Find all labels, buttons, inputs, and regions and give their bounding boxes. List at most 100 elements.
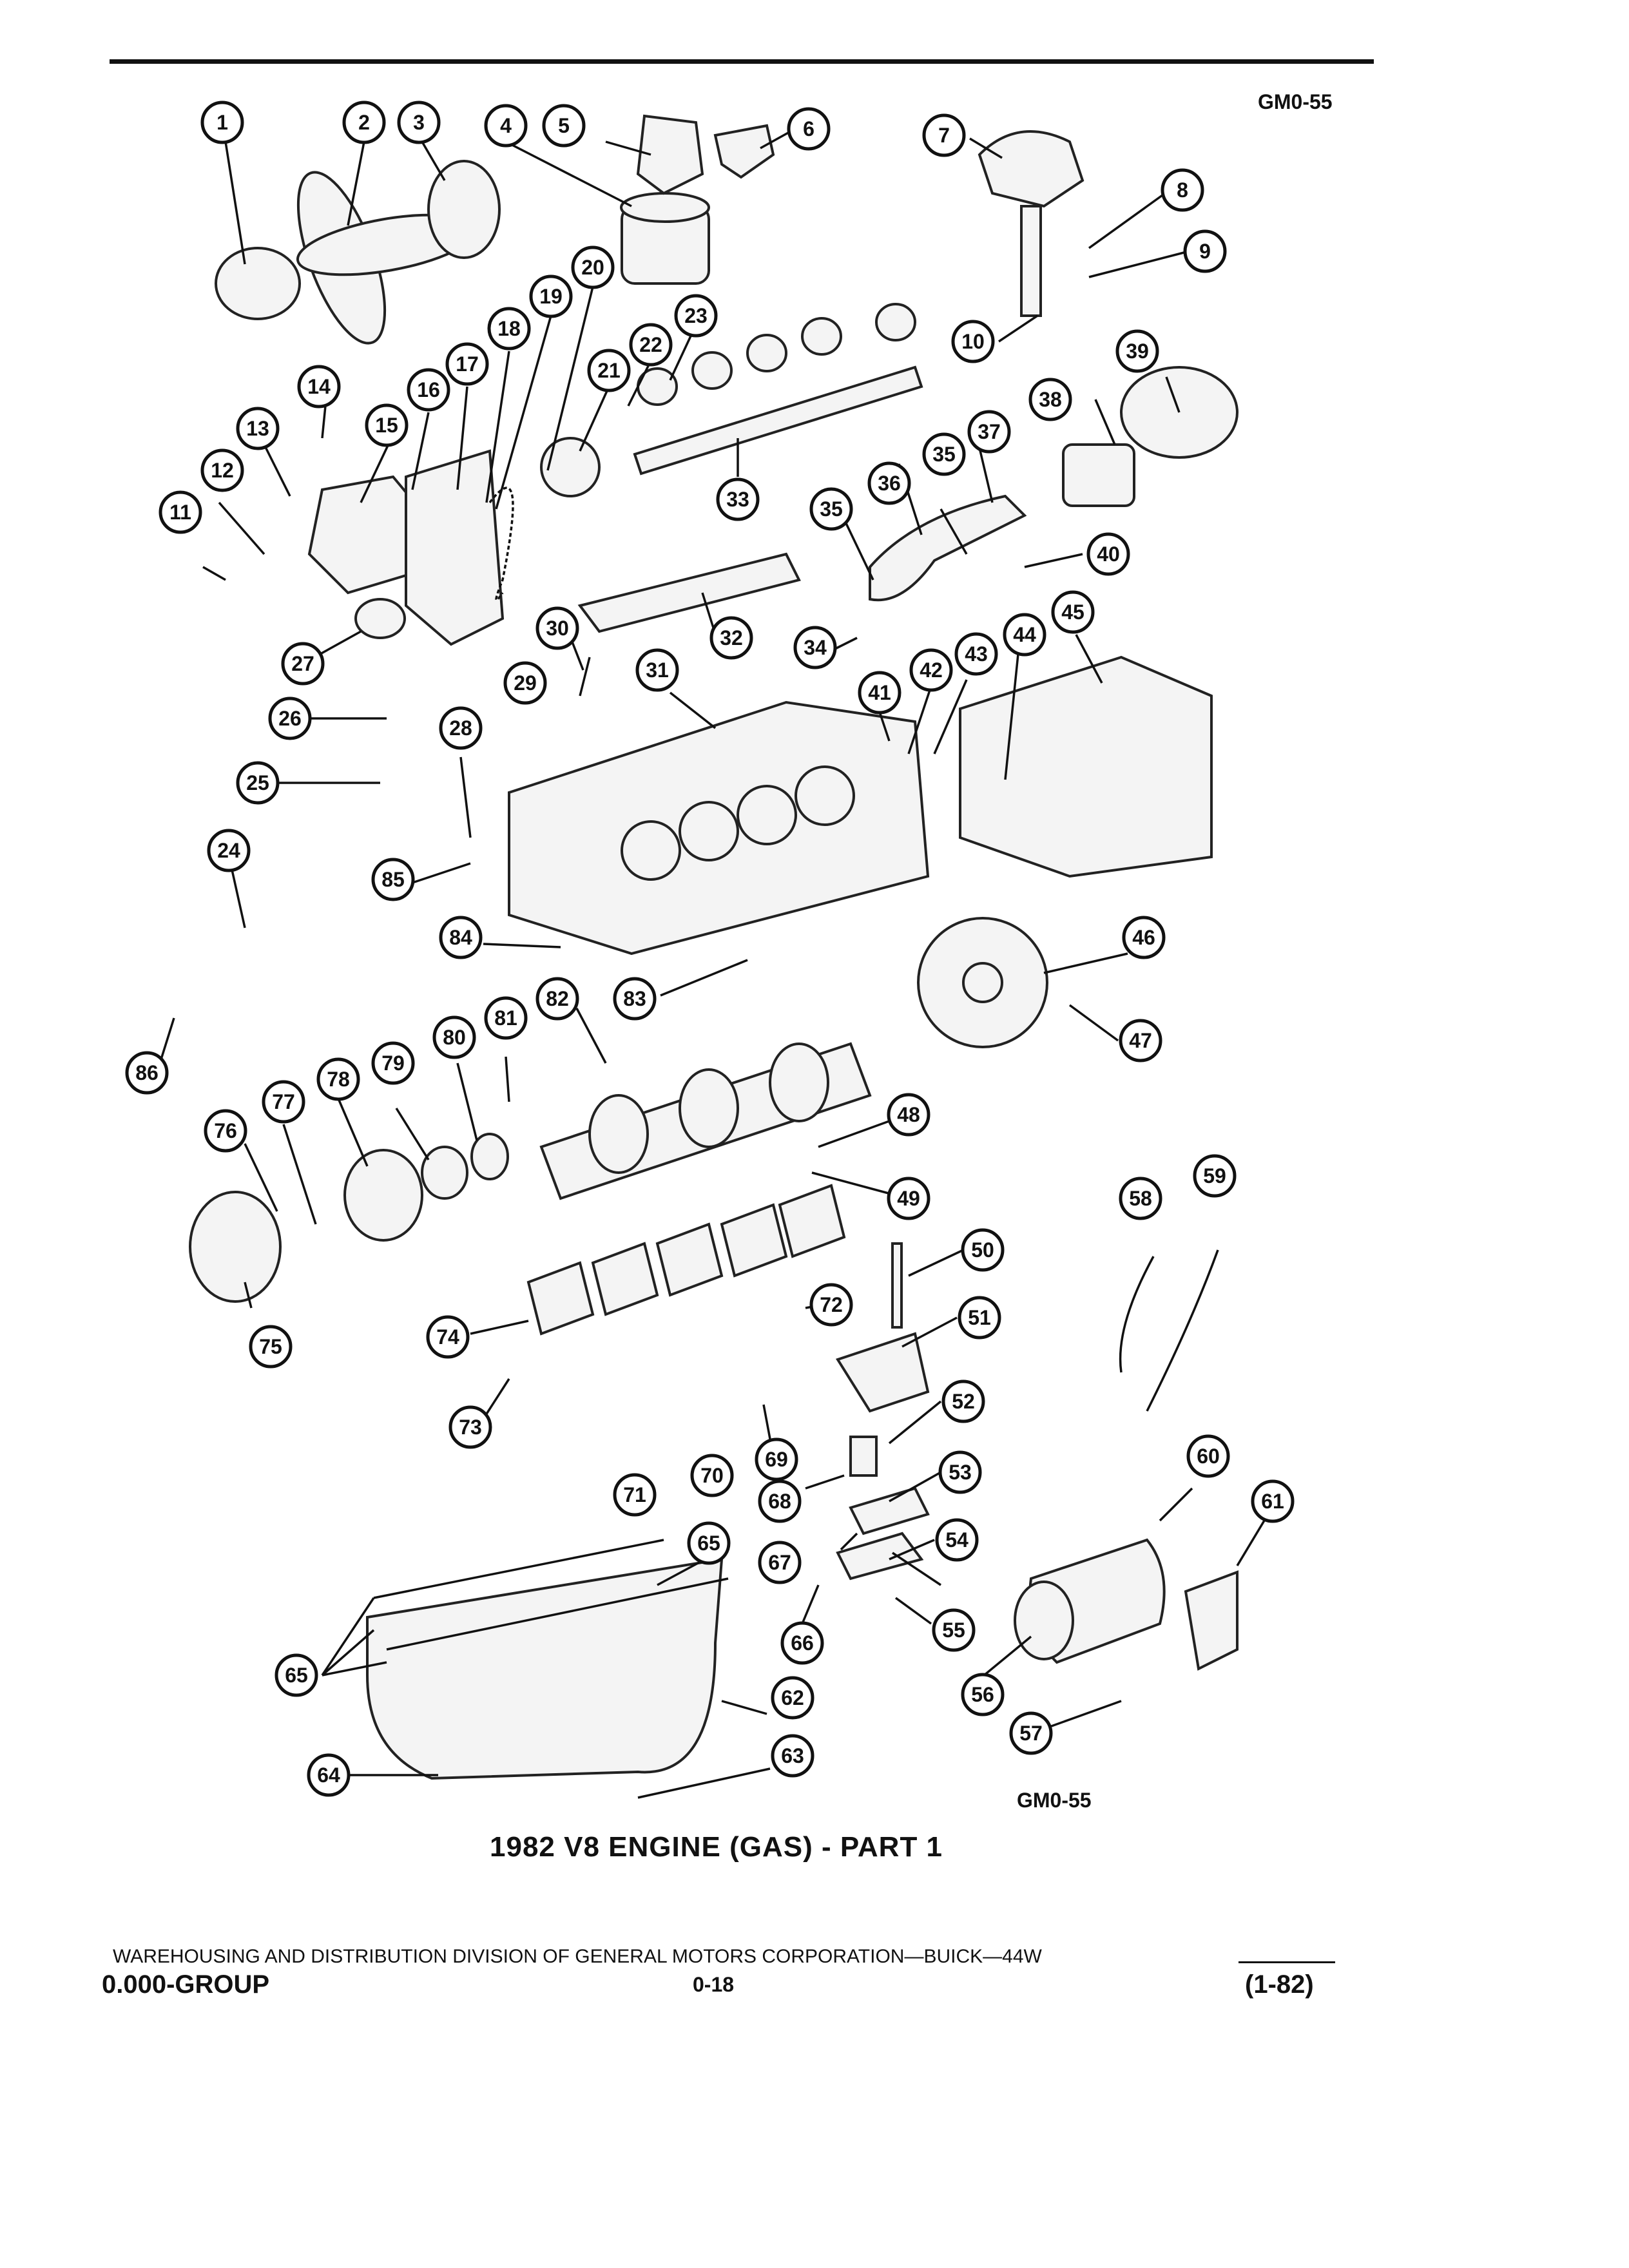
crank-pulleys xyxy=(189,1133,509,1303)
callout-63: 63 xyxy=(771,1734,815,1778)
svg-text:84: 84 xyxy=(449,926,472,949)
svg-text:1: 1 xyxy=(217,111,228,134)
callout-66: 66 xyxy=(780,1621,824,1665)
svg-text:49: 49 xyxy=(897,1187,920,1210)
callout-46: 46 xyxy=(1122,916,1166,959)
callout-39: 39 xyxy=(1115,329,1159,373)
callout-2: 2 xyxy=(342,101,386,144)
svg-text:35: 35 xyxy=(932,443,956,466)
callout-78: 78 xyxy=(316,1057,360,1101)
water-pump-timing-cover xyxy=(307,449,505,646)
callout-84: 84 xyxy=(439,916,483,959)
callout-65-right: 65 xyxy=(687,1521,731,1565)
callout-29: 29 xyxy=(503,661,547,705)
callout-80: 80 xyxy=(432,1015,476,1059)
callout-36: 36 xyxy=(867,461,911,505)
svg-text:45: 45 xyxy=(1061,601,1084,624)
callout-19: 19 xyxy=(529,274,573,318)
callout-76: 76 xyxy=(204,1109,247,1153)
callout-33: 33 xyxy=(716,477,760,521)
svg-text:46: 46 xyxy=(1132,926,1155,949)
callout-49: 49 xyxy=(887,1177,930,1220)
callout-26: 26 xyxy=(268,697,312,740)
oil-pump-parts xyxy=(836,1436,930,1581)
callout-34: 34 xyxy=(793,626,837,669)
camshaft xyxy=(633,303,923,476)
svg-text:52: 52 xyxy=(952,1390,975,1413)
svg-text:27: 27 xyxy=(291,652,314,675)
diagram-title: 1982 V8 ENGINE (GAS) - PART 1 xyxy=(490,1831,943,1863)
svg-text:58: 58 xyxy=(1129,1187,1152,1210)
callout-28: 28 xyxy=(439,706,483,750)
svg-text:31: 31 xyxy=(646,658,669,682)
footer-page-number: 0-18 xyxy=(693,1973,735,1996)
callout-86: 86 xyxy=(125,1051,169,1095)
callout-8: 8 xyxy=(1161,168,1204,212)
callout-70: 70 xyxy=(690,1454,734,1497)
svg-text:68: 68 xyxy=(768,1490,791,1513)
oil-pan xyxy=(366,1539,729,1780)
fan-assembly xyxy=(215,160,501,345)
svg-text:15: 15 xyxy=(375,414,398,437)
callout-85: 85 xyxy=(371,858,415,901)
callout-55: 55 xyxy=(932,1608,976,1652)
svg-text:55: 55 xyxy=(942,1619,965,1642)
svg-text:29: 29 xyxy=(514,671,537,695)
callout-79: 79 xyxy=(371,1041,415,1085)
svg-text:40: 40 xyxy=(1097,543,1120,566)
svg-text:54: 54 xyxy=(945,1528,969,1552)
svg-text:18: 18 xyxy=(497,317,521,340)
svg-text:73: 73 xyxy=(459,1416,482,1439)
svg-text:79: 79 xyxy=(381,1052,405,1075)
engine-block xyxy=(508,700,930,956)
svg-text:12: 12 xyxy=(211,459,234,482)
svg-text:8: 8 xyxy=(1177,178,1188,202)
callout-6: 6 xyxy=(787,107,831,151)
callout-68: 68 xyxy=(758,1479,802,1523)
callout-22: 22 xyxy=(629,323,673,367)
callout-37: 37 xyxy=(967,410,1011,454)
top-rule xyxy=(110,59,1374,64)
svg-text:60: 60 xyxy=(1197,1445,1220,1468)
svg-text:39: 39 xyxy=(1126,340,1149,363)
svg-text:42: 42 xyxy=(920,658,943,682)
connecting-rod xyxy=(577,494,1027,633)
svg-text:14: 14 xyxy=(307,375,331,398)
callout-13: 13 xyxy=(236,407,280,450)
callout-31: 31 xyxy=(635,648,679,692)
callout-11: 11 xyxy=(159,490,202,534)
callout-24: 24 xyxy=(207,829,251,872)
footer-group: 0.000-GROUP xyxy=(102,1970,270,1999)
callout-35-left: 35 xyxy=(809,487,853,531)
svg-text:56: 56 xyxy=(971,1683,994,1706)
callout-45: 45 xyxy=(1051,590,1095,634)
callout-60: 60 xyxy=(1186,1434,1230,1478)
svg-text:24: 24 xyxy=(217,839,240,862)
svg-text:67: 67 xyxy=(768,1551,791,1574)
callout-58: 58 xyxy=(1119,1177,1162,1220)
svg-text:25: 25 xyxy=(246,771,269,794)
svg-text:65: 65 xyxy=(697,1532,720,1555)
callout-23: 23 xyxy=(674,294,718,338)
callout-62: 62 xyxy=(771,1676,815,1720)
callout-18: 18 xyxy=(487,307,531,351)
svg-text:43: 43 xyxy=(965,642,988,666)
svg-text:69: 69 xyxy=(765,1448,788,1471)
svg-text:41: 41 xyxy=(868,681,891,704)
svg-text:19: 19 xyxy=(539,285,563,308)
callout-59: 59 xyxy=(1193,1154,1237,1198)
callout-14: 14 xyxy=(297,365,341,408)
callout-27: 27 xyxy=(281,642,325,686)
svg-text:4: 4 xyxy=(500,114,512,137)
callout-17: 17 xyxy=(445,342,489,386)
callout-71: 71 xyxy=(613,1473,657,1517)
callout-38: 38 xyxy=(1028,378,1072,421)
callout-35-right: 35 xyxy=(922,432,966,476)
callout-42: 42 xyxy=(909,648,953,692)
svg-text:44: 44 xyxy=(1013,623,1036,646)
svg-text:76: 76 xyxy=(214,1119,237,1142)
callout-74: 74 xyxy=(426,1315,470,1359)
callout-64: 64 xyxy=(307,1753,351,1797)
